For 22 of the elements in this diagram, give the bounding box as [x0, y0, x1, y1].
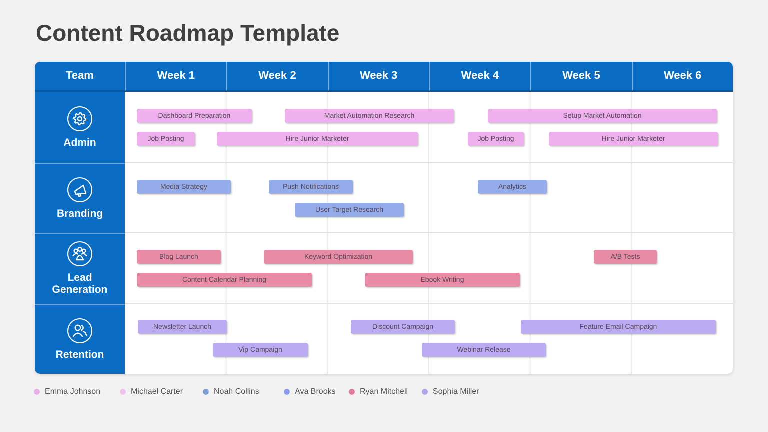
column-header: Week 3 — [328, 62, 429, 92]
column-header: Week 1 — [125, 62, 226, 92]
column-header: Week 4 — [429, 62, 530, 92]
team-panel — [35, 304, 125, 374]
team-label: Lead Generation — [51, 272, 109, 296]
legend-label: Ava Brooks — [295, 387, 336, 397]
column-header: Week 5 — [530, 62, 632, 92]
team-label: Admin — [64, 136, 96, 149]
team-panel — [35, 92, 125, 162]
team-panel — [35, 233, 125, 304]
legend-label: Ryan Mitchell — [360, 387, 408, 397]
legend-label: Emma Johnson — [45, 387, 101, 397]
column-header: Week 2 — [226, 62, 328, 92]
column-header: Week 6 — [632, 62, 733, 92]
team-label: Retention — [56, 348, 104, 361]
team-label: Branding — [56, 208, 104, 220]
legend-label: Michael Carter — [131, 387, 184, 397]
column-header: Team — [35, 62, 125, 92]
legend-label: Sophia Miller — [433, 387, 480, 397]
legend-label: Noah Collins — [214, 387, 260, 397]
title: Content Roadmap Template — [36, 19, 340, 47]
team-panel — [35, 162, 125, 233]
